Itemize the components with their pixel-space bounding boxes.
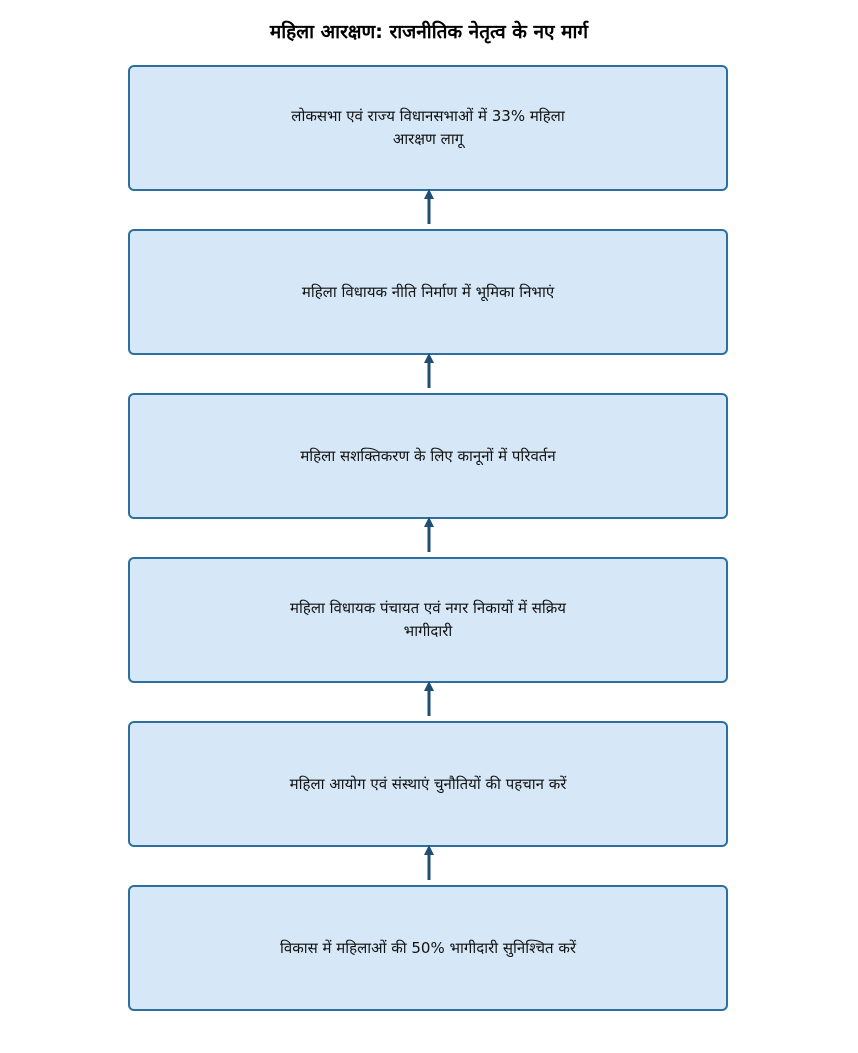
flow-node-4: महिला विधायक पंचायत एवं नगर निकायों में … — [128, 557, 728, 683]
flow-node-label: लोकसभा एवं राज्य विधानसभाओं में 33% महिल… — [291, 107, 565, 148]
flow-node-label: विकास में महिलाओं की 50% भागीदारी सुनिश्… — [279, 938, 577, 957]
arrow-up-icon — [424, 517, 434, 552]
flow-node-label: महिला विधायक नीति निर्माण में भूमिका निभ… — [301, 282, 555, 301]
arrow-up-icon — [424, 189, 434, 224]
arrow-up-icon — [424, 353, 434, 388]
flow-node-label: महिला आयोग एवं संस्थाएं चुनौतियों की पहच… — [289, 774, 567, 793]
flow-node-1: लोकसभा एवं राज्य विधानसभाओं में 33% महिल… — [128, 65, 728, 191]
arrow-up-icon — [424, 845, 434, 880]
flow-node-2: महिला विधायक नीति निर्माण में भूमिका निभ… — [128, 229, 728, 355]
flow-node-5: महिला आयोग एवं संस्थाएं चुनौतियों की पहच… — [128, 721, 728, 847]
flow-node-3: महिला सशक्तिकरण के लिए कानूनों में परिवर… — [128, 393, 728, 519]
flow-node-label: महिला विधायक पंचायत एवं नगर निकायों में … — [290, 599, 566, 640]
diagram-title: महिला आरक्षण: राजनीतिक नेतृत्व के नए मार… — [269, 21, 589, 43]
flow-node-label: महिला सशक्तिकरण के लिए कानूनों में परिवर… — [300, 446, 556, 465]
flow-node-6: विकास में महिलाओं की 50% भागीदारी सुनिश्… — [128, 885, 728, 1011]
arrow-up-icon — [424, 681, 434, 716]
